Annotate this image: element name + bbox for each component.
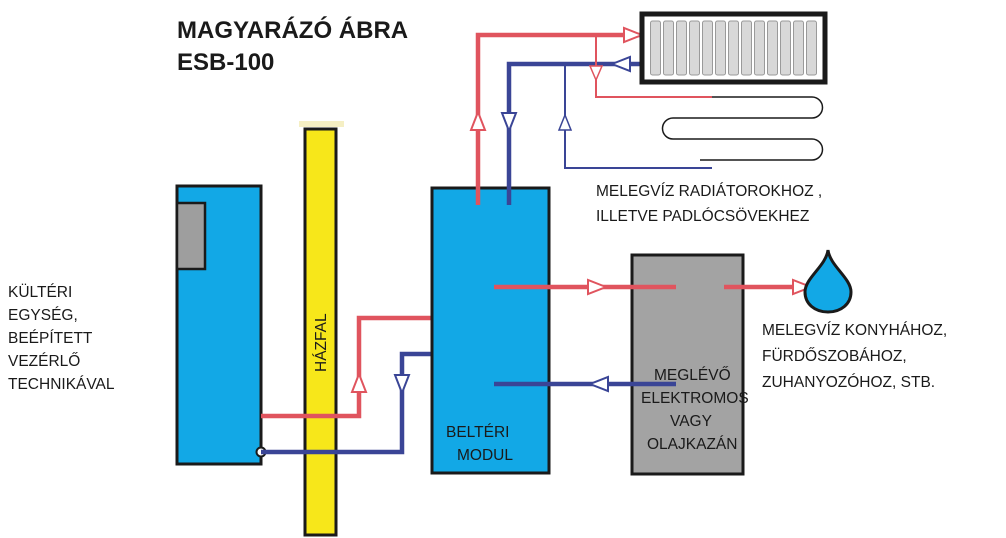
- wall-label: HÁZFAL: [313, 313, 330, 372]
- tap-water-note-1: MELEGVÍZ KONYHÁHOZ,: [762, 322, 947, 339]
- indoor-module: [430, 186, 551, 475]
- hot-pipe-outdoor-to-module: [261, 315, 494, 419]
- outdoor-unit-label-1: KÜLTÉRI: [8, 283, 72, 301]
- boiler-label-4: OLAJKAZÁN: [647, 436, 737, 453]
- outdoor-unit-label-3: BEÉPÍTETT: [8, 330, 93, 347]
- flow-arrow-left-return: [587, 375, 609, 393]
- radiator-fin: [702, 20, 713, 76]
- flow-arrow-right-tap: [792, 278, 814, 296]
- flow-arrow-up-outdoor-hot: [350, 371, 368, 393]
- flow-arrow-down-outdoor-cold: [393, 374, 411, 396]
- tap-water-note-2: FÜRDŐSZOBÁHOZ,: [762, 347, 907, 365]
- outdoor-unit-label-5: TECHNIKÁVAL: [8, 376, 115, 393]
- heating-note-2: ILLETVE PADLÓCSÖVEKHEZ: [596, 207, 809, 225]
- radiator-fin: [754, 20, 765, 76]
- radiator-fin: [780, 20, 791, 76]
- radiator-fin: [676, 20, 687, 76]
- radiator-fin: [741, 20, 752, 76]
- radiator-fin: [715, 20, 726, 76]
- flow-arrow-left-radiator: [609, 55, 631, 73]
- boiler-label-2: ELEKTROMOS: [641, 390, 749, 407]
- title-line-1: MAGYARÁZÓ ÁBRA: [177, 16, 408, 44]
- outdoor-unit-label-2: EGYSÉG,: [8, 307, 78, 324]
- water-drop-icon: [803, 249, 853, 314]
- floor-heating-coil-icon: [661, 96, 824, 161]
- outdoor-unit-control-panel: [175, 201, 207, 271]
- outdoor-unit: [175, 184, 267, 466]
- house-wall: HÁZFAL: [299, 121, 344, 537]
- floor-heating-supply-line: [595, 35, 712, 98]
- radiator-fin: [689, 20, 700, 76]
- flow-arrow-up-floor: [557, 112, 573, 131]
- title-line-2: ESB-100: [177, 49, 274, 76]
- floor-heating-return-line: [564, 64, 712, 169]
- hot-pipe-module-to-radiator: [475, 32, 640, 205]
- outdoor-unit-label-4: VEZÉRLŐ: [8, 353, 80, 370]
- radiator-icon: [639, 11, 828, 85]
- indoor-module-label-2: MODUL: [457, 447, 513, 464]
- heating-note-1: MELEGVÍZ RADIÁTOROKHOZ ,: [596, 183, 822, 200]
- tap-water-note-3: ZUHANYOZÓHOZ, STB.: [762, 374, 935, 391]
- indoor-module-label-1: BELTÉRI: [446, 424, 509, 441]
- flow-arrow-down-floor: [588, 65, 604, 82]
- radiator-fin: [728, 20, 739, 76]
- radiator-fin: [650, 20, 661, 76]
- existing-boiler: [630, 253, 745, 476]
- flow-arrow-right-dhw: [587, 278, 609, 296]
- flow-arrow-right-radiator: [623, 26, 645, 44]
- radiator-fin: [806, 20, 817, 76]
- flow-arrow-down-heating: [500, 112, 518, 134]
- radiator-fin: [767, 20, 778, 76]
- flow-arrow-up-heating: [469, 109, 487, 131]
- radiator-fin: [663, 20, 674, 76]
- boiler-label-3: VAGY: [670, 413, 712, 430]
- radiator-fin: [793, 20, 804, 76]
- boiler-label-1: MEGLÉVŐ: [654, 367, 731, 384]
